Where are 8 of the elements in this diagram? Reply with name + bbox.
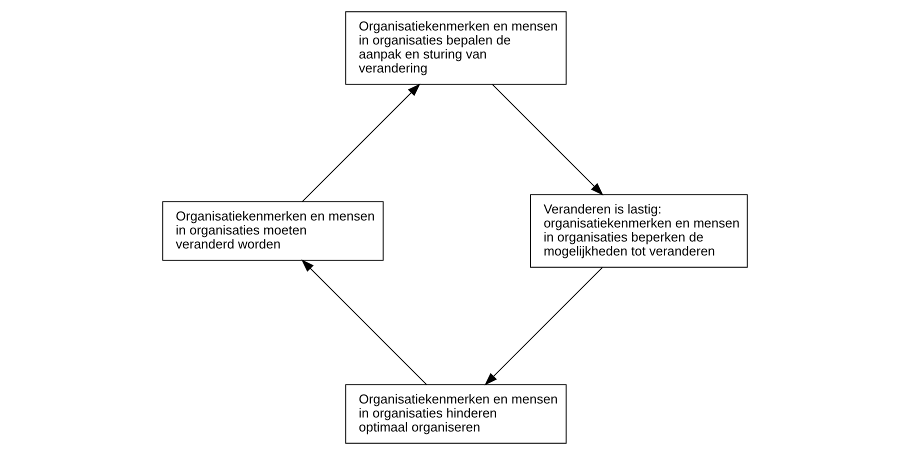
arrow xyxy=(484,267,602,386)
node-box: Veranderen is lastig: organisatiekenmerken en mensen in organisaties beperken de mogelijkheden tot veranderen xyxy=(530,194,748,268)
arrow xyxy=(300,259,426,386)
node-box: Organisatiekenmerken en mensen in organisaties hinderen optimaal organiseren xyxy=(344,384,566,444)
arrow xyxy=(492,84,603,196)
node-box: Organisatiekenmerken en mensen in organisaties moeten veranderd worden xyxy=(162,201,384,261)
node-box: Organisatiekenmerken en mensen in organisaties bepalen de aanpak en sturing van verandering xyxy=(344,11,566,85)
arrow xyxy=(301,84,420,202)
